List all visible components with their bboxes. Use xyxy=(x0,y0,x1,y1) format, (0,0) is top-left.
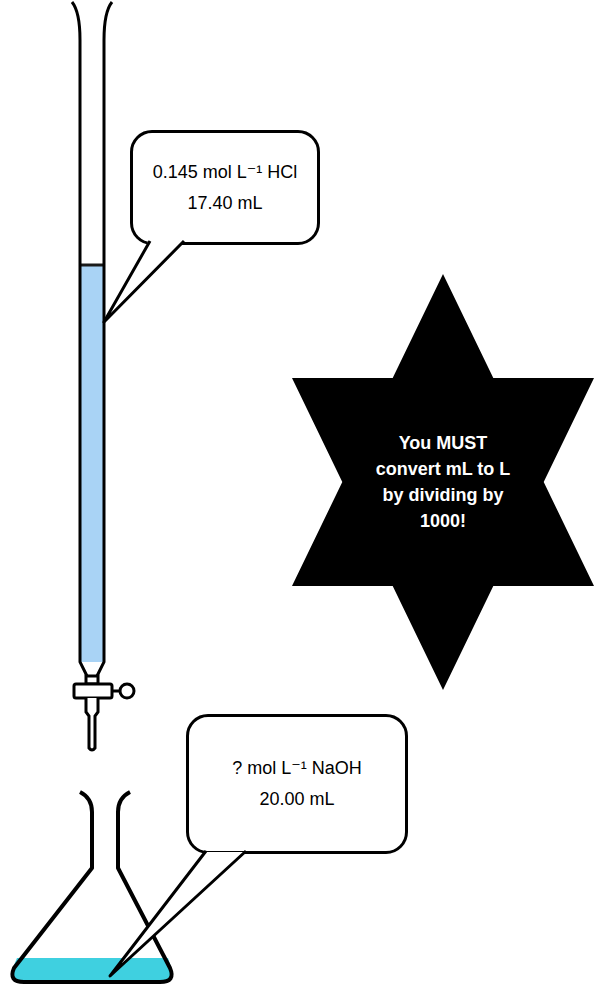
burette-wall xyxy=(97,2,112,676)
callout-tail xyxy=(104,241,184,322)
callout-tail-fill xyxy=(104,242,184,322)
flask-liquid xyxy=(12,958,172,982)
conical-flask xyxy=(12,792,171,982)
callout-text: 0.145 mol L⁻¹ HCl xyxy=(153,157,298,188)
burette-wall xyxy=(72,2,87,676)
burette-liquid xyxy=(81,265,103,662)
callout-tail xyxy=(110,851,246,976)
star-polygon xyxy=(292,274,594,690)
callout-text: ? mol L⁻¹ NaOH xyxy=(232,753,362,784)
meniscus-line xyxy=(81,264,103,267)
burette-tip xyxy=(86,698,98,750)
stopcock-body xyxy=(74,684,112,698)
callout-text: 17.40 mL xyxy=(187,188,262,219)
callout-box: ? mol L⁻¹ NaOH20.00 mL xyxy=(186,714,408,854)
warning-text: You MUST convert mL to L by dividing by … xyxy=(368,430,518,534)
star-shape xyxy=(290,272,596,692)
callout-tail-fill xyxy=(110,852,246,976)
callout-box: 0.145 mol L⁻¹ HCl17.40 mL xyxy=(130,130,320,245)
callout-text: 20.00 mL xyxy=(259,784,334,815)
stopcock-handle xyxy=(120,684,134,698)
warning-star: You MUST convert mL to L by dividing by … xyxy=(290,272,596,692)
